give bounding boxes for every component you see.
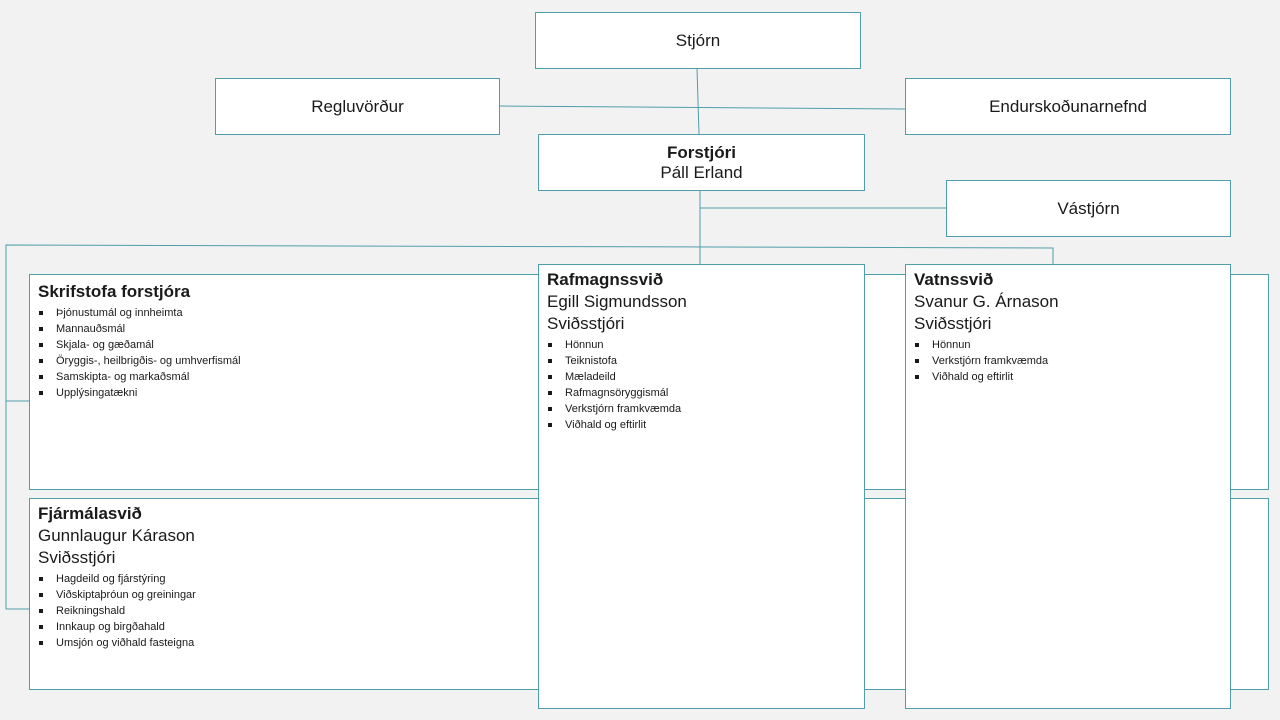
- ceo-box: Forstjóri Páll Erland: [538, 134, 865, 191]
- electric-title: Rafmagnssvið: [547, 270, 664, 289]
- list-item: Hönnun: [915, 337, 1222, 353]
- electric-manager-role: Sviðsstjóri: [547, 314, 625, 333]
- ceo-title: Forstjóri: [667, 142, 736, 162]
- list-item: Rafmagnsöryggismál: [548, 385, 856, 401]
- electric-box: Rafmagnssvið Egill Sigmundsson Sviðsstjó…: [538, 264, 865, 709]
- finance-manager-name: Gunnlaugur Kárason: [38, 526, 195, 545]
- list-item: Viðskiptaþróun og greiningar: [39, 587, 1260, 603]
- list-item: Reikningshald: [39, 603, 1260, 619]
- water-box: Vatnssvið Svanur G. Árnason Sviðsstjóri …: [905, 264, 1231, 709]
- finance-list: Hagdeild og fjárstýring Viðskiptaþróun o…: [38, 571, 1260, 651]
- ceo-name: Páll Erland: [660, 162, 743, 182]
- water-manager-role: Sviðsstjóri: [914, 314, 992, 333]
- finance-manager-role: Sviðsstjóri: [38, 548, 116, 567]
- ceo-branch-connector: [5, 244, 1054, 610]
- list-item: Upplýsingatækni: [39, 385, 1260, 401]
- list-item: Innkaup og birgðahald: [39, 619, 1260, 635]
- list-item: Skjala- og gæðamál: [39, 337, 1260, 353]
- board-label: Stjórn: [675, 30, 721, 50]
- list-item: Öryggis-, heilbrigðis- og umhverfismál: [39, 353, 1260, 369]
- water-manager-name: Svanur G. Árnason: [914, 292, 1059, 311]
- list-item: Mannauðsmál: [39, 321, 1260, 337]
- list-item: Viðhald og eftirlit: [548, 417, 856, 433]
- board-box: Stjórn: [535, 12, 861, 69]
- board-ceo-connector: [696, 67, 700, 135]
- audit-label: Endurskoðunarnefnd: [989, 96, 1147, 116]
- water-list: Hönnun Verkstjórn framkvæmda Viðhald og …: [914, 337, 1222, 385]
- electric-manager-name: Egill Sigmundsson: [547, 292, 687, 311]
- list-item: Verkstjórn framkvæmda: [915, 353, 1222, 369]
- compliance-audit-connector: [498, 105, 907, 110]
- list-item: Mæladeild: [548, 369, 856, 385]
- compliance-label: Regluvörður: [311, 96, 404, 116]
- list-item: Hagdeild og fjárstýring: [39, 571, 1260, 587]
- office-list: Þjónustumál og innheimta Mannauðsmál Skj…: [38, 305, 1260, 401]
- list-item: Þjónustumál og innheimta: [39, 305, 1260, 321]
- list-item: Viðhald og eftirlit: [915, 369, 1222, 385]
- audit-box: Endurskoðunarnefnd: [905, 78, 1231, 135]
- finance-title: Fjármálasvið: [38, 504, 142, 523]
- electric-list: Hönnun Teiknistofa Mæladeild Rafmagnsöry…: [547, 337, 856, 433]
- list-item: Samskipta- og markaðsmál: [39, 369, 1260, 385]
- list-item: Umsjón og viðhald fasteigna: [39, 635, 1260, 651]
- safety-box: Vástjórn: [946, 180, 1231, 237]
- office-title: Skrifstofa forstjóra: [38, 282, 191, 301]
- list-item: Verkstjórn framkvæmda: [548, 401, 856, 417]
- compliance-box: Regluvörður: [215, 78, 500, 135]
- list-item: Hönnun: [548, 337, 856, 353]
- safety-label: Vástjórn: [1057, 198, 1120, 218]
- list-item: Teiknistofa: [548, 353, 856, 369]
- water-title: Vatnssvið: [914, 270, 994, 289]
